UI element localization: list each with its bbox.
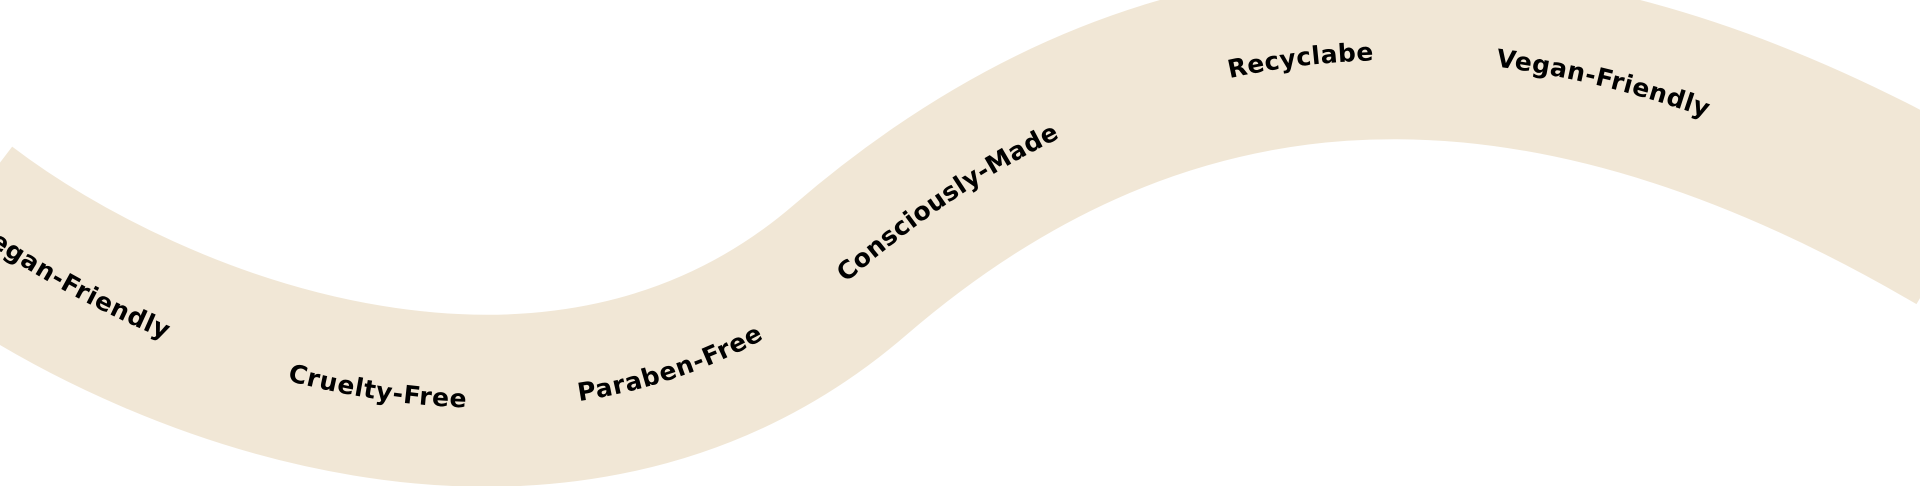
ribbon-band xyxy=(0,53,1920,400)
